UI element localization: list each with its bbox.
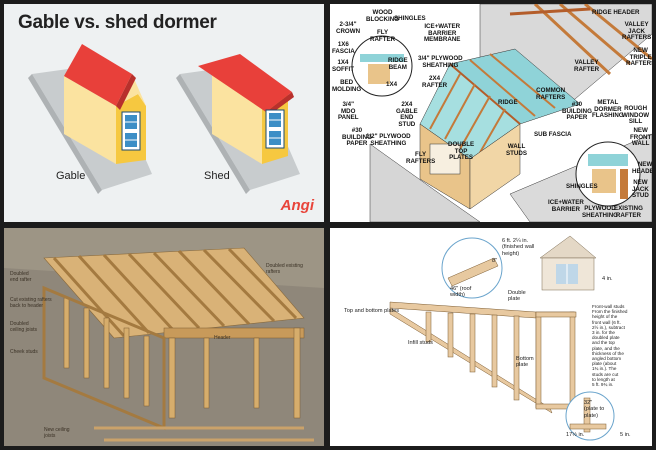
wall-layout-drawing (389, 235, 615, 441)
angi-logo: Angi (280, 197, 314, 214)
label-new-triple: NEWTRIPLERAFTERS (626, 47, 652, 68)
label-dim-4: 4 in. (602, 276, 613, 282)
framing-diagram (351, 4, 652, 222)
label-dim-5: 5 in. (620, 432, 631, 438)
label-top-bottom-plates: Top and bottom plates (344, 308, 400, 314)
shed-dormer-illustration (176, 54, 300, 194)
gable-vs-shed-panel: Gable vs. shed dormer (4, 4, 324, 222)
panel-title: Gable vs. shed dormer (18, 12, 217, 33)
label-1x4: 1X4 (386, 81, 398, 88)
label-shingles-top: SHINGLES (394, 15, 426, 22)
label-header: Header (214, 335, 231, 341)
label-sub-fascia: SUB FASCIA (534, 131, 572, 138)
label-ridge: RIDGE (498, 99, 518, 106)
label-rise-8: 8" (492, 258, 498, 264)
label-dim-17: 17½ in. (566, 432, 585, 438)
gable-label: Gable (56, 170, 86, 182)
wall-layout-panel: Top and bottom plates Infill studs Front… (330, 228, 652, 446)
label-new-header: NEWHEADER (632, 161, 652, 175)
label-ridge-header: RIDGE HEADER (592, 9, 640, 16)
shed-label: Shed (204, 170, 230, 182)
shed-framing-illustration (4, 228, 324, 446)
label-cheek-studs: Cheek studs (10, 349, 38, 355)
label-shingles-bottom: SHINGLES (566, 183, 598, 190)
label-crown: 2-3/4"CROWN (336, 21, 361, 35)
label-infill-studs: Infill studs (408, 340, 433, 346)
gable-dormer-illustration (28, 44, 152, 194)
dormer-illustrations (28, 44, 300, 194)
